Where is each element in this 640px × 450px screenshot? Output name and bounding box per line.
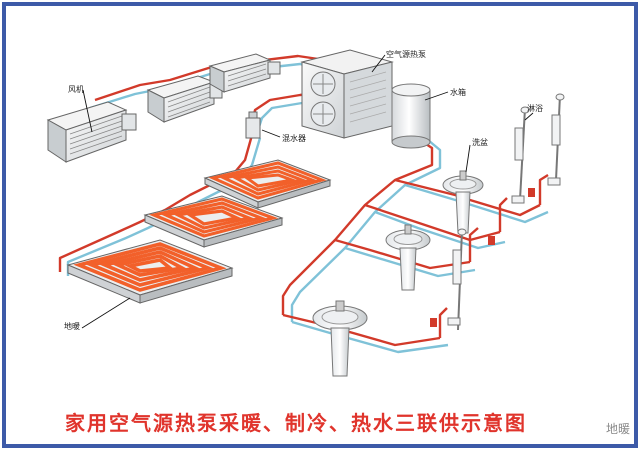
pipe-network <box>58 54 549 354</box>
floor-heating-panel <box>143 195 284 248</box>
fan-coil-units <box>46 53 281 163</box>
shower <box>447 228 467 331</box>
label-air-source-heat-pump: 空气源热泵 <box>386 50 426 59</box>
fan-coil-unit <box>46 101 137 163</box>
heat-pump-unit <box>300 49 394 139</box>
watermark: 地暖 <box>605 422 630 436</box>
label-mixing-valve: 混水器 <box>282 134 306 143</box>
label-floor-heating: 地暖 <box>64 322 80 331</box>
water-tank <box>391 83 431 149</box>
washbasin <box>312 300 368 377</box>
shower <box>547 93 565 186</box>
showers <box>430 93 565 331</box>
washbasins <box>312 170 484 377</box>
label-fan-coil: 风机 <box>68 85 84 94</box>
label-washbasin: 洗盆 <box>472 138 488 147</box>
diagram-title: 家用空气源热泵采暖、制冷、热水三联供示意图 <box>65 411 527 435</box>
floor-heating-panels <box>66 159 332 304</box>
faucet-valve <box>430 188 535 327</box>
shower <box>511 106 530 204</box>
washbasin <box>442 170 484 234</box>
floor-heating-panel <box>203 159 332 209</box>
label-water-tank: 水箱 <box>450 88 466 97</box>
label-shower: 淋浴 <box>527 104 543 113</box>
floor-heating-panel <box>66 239 234 304</box>
leader-lines <box>81 54 534 329</box>
washbasin <box>385 224 431 291</box>
fan-coil-unit <box>208 53 281 93</box>
mixing-valve <box>245 111 261 139</box>
